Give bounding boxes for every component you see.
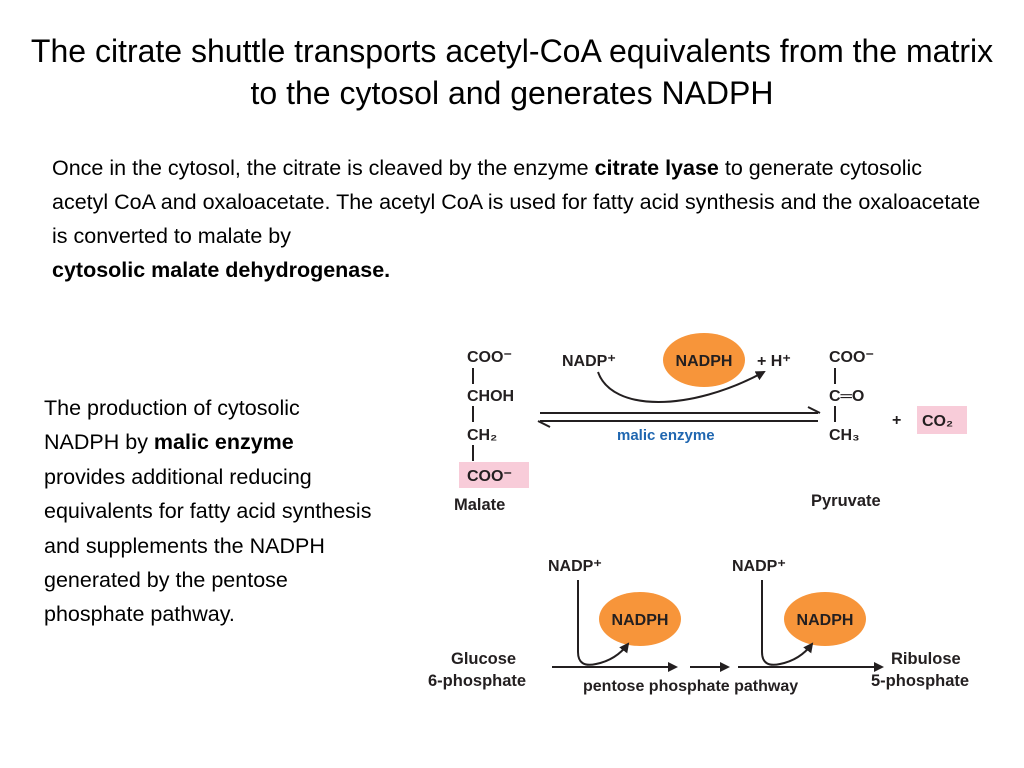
page-title: The citrate shuttle transports acetyl-Co…	[30, 33, 994, 111]
ppp-cofactor-arrow-1	[577, 580, 630, 666]
ppp-nadph-pill-1	[599, 592, 681, 646]
ppp-nadph-2: NADPH	[797, 612, 854, 629]
ppp-cofactor-arrow-2	[761, 580, 814, 666]
malate-carboxyl-highlight	[459, 462, 529, 488]
nadph-pill	[663, 333, 745, 387]
pentose-phosphate-pathway-label: pentose phosphate pathway	[583, 678, 798, 695]
citrate-lyase-term: citrate lyase	[594, 156, 719, 180]
side-text-1: The production of cytosolic NADPH by	[44, 396, 300, 455]
ribulose-label-line-1: Ribulose	[891, 650, 961, 668]
cofactor-curved-arrow	[597, 371, 766, 403]
reverse-arrowhead	[537, 420, 551, 428]
glucose-label-line-1: Glucose	[451, 650, 516, 668]
pyruvate-ch3: CH₃	[829, 427, 860, 444]
plus-sign: +	[892, 412, 901, 429]
pyruvate-coo: COO⁻	[829, 349, 874, 366]
malic-enzyme-term: malic enzyme	[153, 430, 294, 455]
malate-label: Malate	[454, 496, 505, 514]
malic-reaction-arrows: malic enzyme	[537, 371, 821, 444]
intro-text-2: to generate cytosolic acetyl CoA and oxa…	[52, 156, 981, 248]
malate-ch2: CH₂	[467, 427, 497, 444]
nadph-label: NADPH	[676, 353, 733, 370]
ppp-nadph-pill-2	[784, 592, 866, 646]
pyruvate-structure: COO⁻ C═O CH₃ Pyruvate	[811, 349, 881, 510]
co2-label: CO₂	[922, 413, 953, 430]
malate-coo-bottom: COO⁻	[467, 468, 512, 485]
malate-coo-top: COO⁻	[467, 349, 512, 366]
glucose-label-line-2: 6-phosphate	[428, 672, 526, 690]
ribulose-label-line-2: 5-phosphate	[871, 672, 969, 690]
pyruvate-co: C═O	[829, 388, 864, 405]
intro-text-1: Once in the cytosol, the citrate is clea…	[52, 156, 595, 180]
intro-paragraph: Once in the cytosol, the citrate is clea…	[52, 151, 982, 287]
ppp-nadph-1: NADPH	[612, 612, 669, 629]
forward-arrowhead	[807, 406, 821, 414]
nadp-label: NADP⁺	[562, 353, 616, 370]
side-text-2: provides additional reducing equivalents…	[44, 464, 372, 627]
pyruvate-label: Pyruvate	[811, 492, 881, 510]
malate-structure: COO⁻ CHOH CH₂ COO⁻ Malate	[454, 349, 529, 514]
malic-enzyme-label: malic enzyme	[617, 427, 715, 444]
ppp-nadp-1: NADP⁺	[548, 558, 602, 575]
co2-highlight	[917, 406, 967, 434]
malate-dehydrogenase-term: cytosolic malate dehydrogenase.	[52, 258, 391, 282]
malate-chohl: CHOH	[467, 388, 514, 405]
ppp-nadp-2: NADP⁺	[732, 558, 786, 575]
side-paragraph: The production of cytosolic NADPH by mal…	[44, 391, 374, 632]
plus-h-label: + H⁺	[757, 353, 791, 370]
